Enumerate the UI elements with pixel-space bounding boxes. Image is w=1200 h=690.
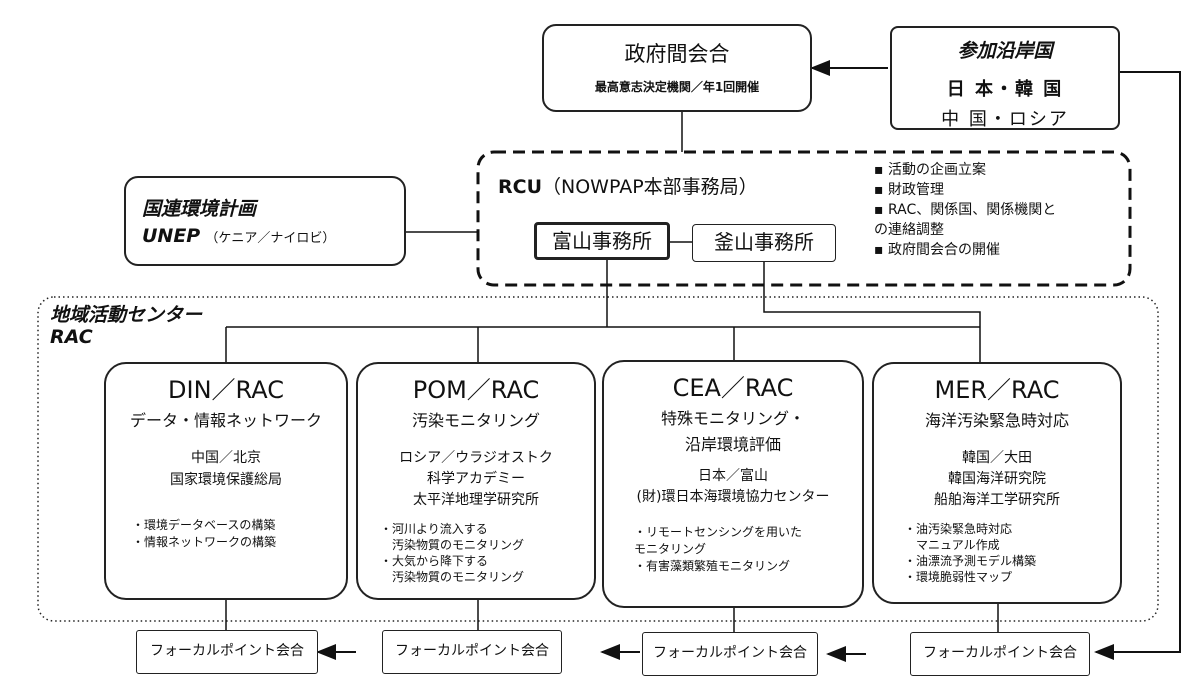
rac-name: CEA／RAC xyxy=(672,374,794,402)
rcu-title-bold: RCU xyxy=(498,176,543,198)
participants-box: 参加沿岸国 日 本・韓 国 中 国・ロシア xyxy=(890,26,1120,130)
rcu-bullet-cont: の連絡調整 xyxy=(874,222,944,238)
rac-desc: データ・情報ネットワーク xyxy=(129,411,322,430)
rac-task: 汚染物質のモニタリング xyxy=(380,538,525,552)
rac-task: ・環境データベースの構築 xyxy=(132,518,276,532)
participants-line2: 中 国・ロシア xyxy=(941,109,1069,130)
rac-name: MER／RAC xyxy=(934,376,1060,404)
rac-task: ・油漂流予測モデル構築 xyxy=(904,554,1037,568)
rac-org: 船舶海洋工学研究所 xyxy=(934,492,1060,508)
rcu-bullets: ▪ 活動の企画立案 ▪ 財政管理 ▪ RAC、関係国、関係機関と の連絡調整 ▪… xyxy=(874,160,1056,260)
focal-point-box: フォーカルポイント会合 xyxy=(382,630,562,674)
rac-cea: CEA／RAC 特殊モニタリング・ 沿岸環境評価 日本／富山 (財)環日本海環境… xyxy=(602,360,864,608)
rac-task: ・大気から降下する xyxy=(380,554,489,568)
participants-line1: 日 本・韓 国 xyxy=(946,79,1064,100)
rac-task: ・有害藻類繁殖モニタリング xyxy=(634,559,791,573)
rac-tasks: ・リモートセンシングを用いた モニタリング ・有害藻類繁殖モニタリング xyxy=(634,524,862,575)
rac-org: 日本／富山 xyxy=(698,468,768,484)
rac-task: ・油汚染緊急時対応 xyxy=(904,522,1013,536)
rac-task: ・環境脆弱性マップ xyxy=(904,570,1013,584)
rac-org: ロシア／ウラジオストク xyxy=(399,450,553,466)
focal-point-box: フォーカルポイント会合 xyxy=(642,632,818,676)
unep-name-row: UNEP （ケニア／ナイロビ） xyxy=(142,225,404,247)
rac-tasks: ・河川より流入する 汚染物質のモニタリング ・大気から降下する 汚染物質のモニタ… xyxy=(380,521,594,585)
participants-title: 参加沿岸国 xyxy=(957,40,1053,62)
focal-point-label: フォーカルポイント会合 xyxy=(150,643,304,659)
unep-location: （ケニア／ナイロビ） xyxy=(205,231,336,246)
rac-task: 汚染物質のモニタリング xyxy=(380,570,525,584)
rac-region-title: 地域活動センター RAC xyxy=(50,304,202,348)
rac-org: 太平洋地理学研究所 xyxy=(413,492,539,508)
rac-region-title-en: RAC xyxy=(50,326,93,348)
rac-task: ・河川より流入する xyxy=(380,522,488,536)
rac-org: 科学アカデミー xyxy=(427,471,525,487)
rac-name: DIN／RAC xyxy=(168,376,284,404)
rac-tasks: ・環境データベースの構築 ・情報ネットワークの構築 xyxy=(132,517,346,551)
rac-org: (財)環日本海環境協力センター xyxy=(636,489,830,505)
rac-pom: POM／RAC 汚染モニタリング ロシア／ウラジオストク 科学アカデミー 太平洋… xyxy=(356,362,596,600)
rac-org: 中国／北京 xyxy=(191,450,261,466)
rac-tasks: ・油汚染緊急時対応 マニュアル作成 ・油漂流予測モデル構築 ・環境脆弱性マップ xyxy=(904,521,1120,585)
rcu-bullet: ▪ RAC、関係国、関係機関と xyxy=(874,202,1057,218)
intergov-title: 政府間会合 xyxy=(624,42,730,66)
rac-region-title-jp: 地域活動センター xyxy=(50,304,203,326)
rac-task: ・情報ネットワークの構築 xyxy=(132,535,277,549)
unep-title: 国連環境計画 xyxy=(142,198,257,220)
busan-office-label: 釜山事務所 xyxy=(714,230,814,254)
rcu-bullet: ▪ 政府間会合の開催 xyxy=(874,242,1000,258)
rcu-bullet: ▪ 財政管理 xyxy=(874,182,944,198)
rcu-border xyxy=(476,150,1132,287)
rac-org: 国家環境保護総局 xyxy=(170,472,282,488)
focal-point-box: フォーカルポイント会合 xyxy=(136,630,318,674)
rac-org: 韓国海洋研究院 xyxy=(948,471,1046,487)
rac-mer: MER／RAC 海洋汚染緊急時対応 韓国／大田 韓国海洋研究院 船舶海洋工学研究… xyxy=(872,362,1122,604)
rac-task: モニタリング xyxy=(634,542,707,556)
unep-box: 国連環境計画 UNEP （ケニア／ナイロビ） xyxy=(124,176,406,266)
rac-org: 韓国／大田 xyxy=(962,450,1032,466)
rac-desc: 沿岸環境評価 xyxy=(684,435,781,454)
rac-task: マニュアル作成 xyxy=(904,538,1000,552)
toyama-office-label: 富山事務所 xyxy=(552,229,652,253)
busan-office: 釜山事務所 xyxy=(692,224,836,262)
rac-desc: 海洋汚染緊急時対応 xyxy=(924,411,1069,430)
rac-din: DIN／RAC データ・情報ネットワーク 中国／北京 国家環境保護総局 ・環境デ… xyxy=(104,362,348,600)
unep-name: UNEP xyxy=(142,225,201,247)
intergov-meeting-box: 政府間会合 最高意志決定機関／年1回開催 xyxy=(542,24,812,112)
rac-desc: 特殊モニタリング・ xyxy=(660,409,805,428)
rcu-bullet: ▪ 活動の企画立案 xyxy=(874,162,986,178)
rcu-title: RCU（NOWPAP本部事務局） xyxy=(498,172,758,199)
focal-point-label: フォーカルポイント会合 xyxy=(395,643,549,659)
focal-point-box: フォーカルポイント会合 xyxy=(910,632,1090,676)
rac-name: POM／RAC xyxy=(412,376,540,404)
rac-desc: 汚染モニタリング xyxy=(411,411,540,430)
intergov-subtitle: 最高意志決定機関／年1回開催 xyxy=(594,80,760,94)
rac-task: ・リモートセンシングを用いた xyxy=(634,525,803,539)
toyama-office: 富山事務所 xyxy=(534,222,670,260)
rcu-title-rest: （NOWPAP本部事務局） xyxy=(542,176,758,198)
focal-point-label: フォーカルポイント会合 xyxy=(923,645,1077,661)
focal-point-label: フォーカルポイント会合 xyxy=(653,645,807,661)
arrow-participants-mer-focal xyxy=(1094,71,1181,660)
